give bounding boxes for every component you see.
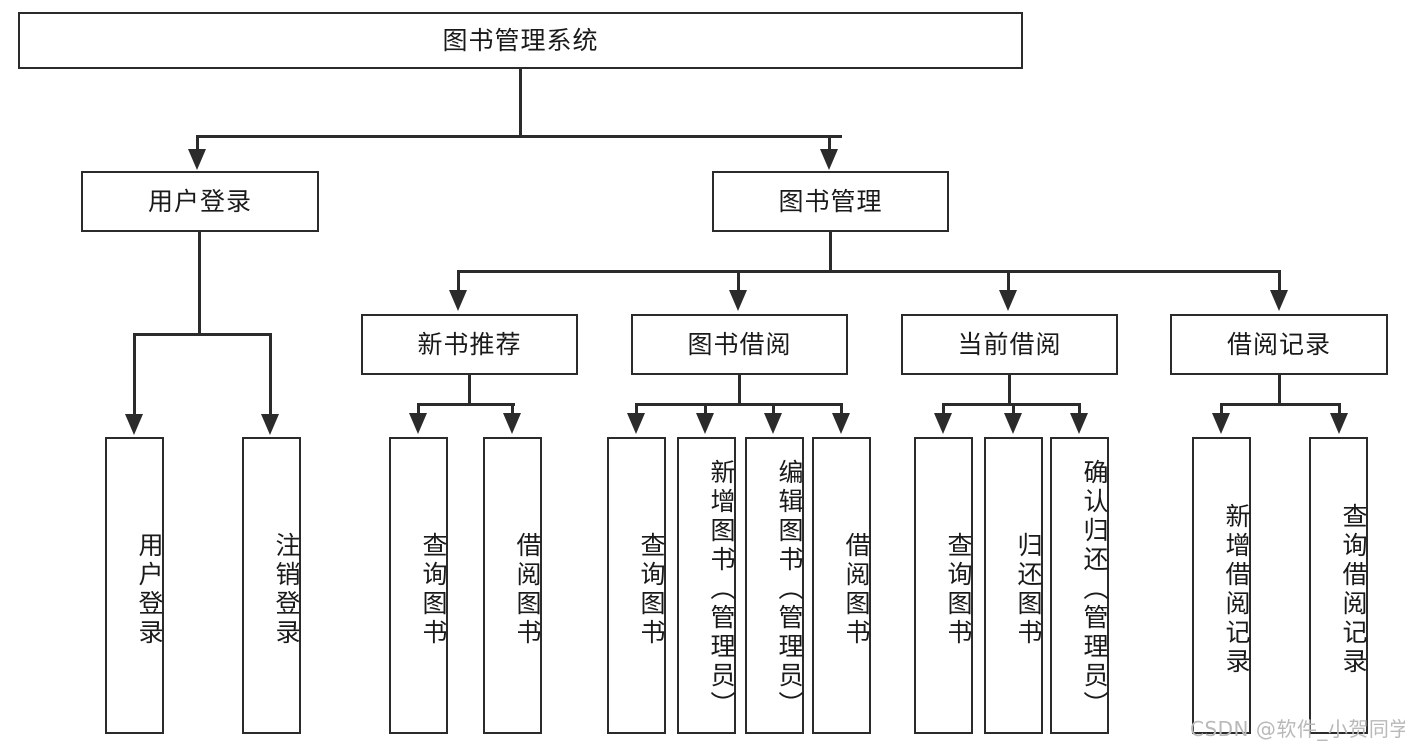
node-label: 借阅图书 <box>842 531 871 648</box>
node-label: 图书管理系统 <box>442 25 599 55</box>
arrowhead-borrow-record-1 <box>1212 413 1230 434</box>
node-root-system[interactable]: 图书管理系统 <box>18 12 1023 69</box>
connector-borrow-record-stem <box>1278 375 1281 405</box>
arrowhead-book-borrow-4 <box>832 413 850 434</box>
connector-level2-drop-1 <box>196 135 199 155</box>
node-label: 查询图书 <box>419 531 448 648</box>
connector-book-borrow-drop-4 <box>840 403 843 417</box>
connector-level3-bus <box>457 270 1280 273</box>
arrowhead-new-book-1 <box>409 413 427 434</box>
leaf-logout[interactable]: 注销登录 <box>242 437 301 734</box>
connector-current-borrow-drop-1 <box>942 403 945 417</box>
arrowhead-current-borrow-3 <box>1070 413 1088 434</box>
node-label: 用户登录 <box>147 186 252 216</box>
leaf-borrow-book-newbook[interactable]: 借阅图书 <box>483 437 542 734</box>
arrowhead-current-borrow-1 <box>934 413 952 434</box>
leaf-query-borrow-record[interactable]: 查询借阅记录 <box>1309 437 1368 734</box>
connector-level2-drop-2 <box>828 135 831 155</box>
arrowhead-level3-1 <box>449 290 467 311</box>
connector-level3-drop-2 <box>737 270 740 294</box>
connector-borrow-record-bus <box>1220 403 1339 406</box>
leaf-query-book-newbook[interactable]: 查询图书 <box>389 437 448 734</box>
node-label: 借阅图书 <box>513 531 542 648</box>
arrowhead-level3-3 <box>999 290 1017 311</box>
connector-book-mgmt-stem <box>829 232 832 273</box>
connector-level3-drop-3 <box>1007 270 1010 294</box>
connector-current-borrow-stem <box>1008 375 1011 405</box>
connector-user-login-drop-1 <box>133 333 136 418</box>
connector-new-book-drop-2 <box>511 403 514 417</box>
connector-user-login-stem <box>198 232 201 335</box>
leaf-query-book-borrow[interactable]: 查询图书 <box>607 437 666 734</box>
leaf-add-borrow-record[interactable]: 新增借阅记录 <box>1192 437 1251 734</box>
node-user-login[interactable]: 用户登录 <box>81 171 319 232</box>
node-book-borrow[interactable]: 图书借阅 <box>631 314 848 375</box>
arrowhead-book-borrow-2 <box>696 413 714 434</box>
connector-book-borrow-bus <box>635 403 842 406</box>
arrowhead-level3-4 <box>1270 290 1288 311</box>
node-label: 图书借阅 <box>687 329 792 359</box>
node-label: 图书管理 <box>778 186 883 216</box>
node-label: 新书推荐 <box>417 329 522 359</box>
arrowhead-current-borrow-2 <box>1004 413 1022 434</box>
node-label: 借阅记录 <box>1226 329 1331 359</box>
connector-current-borrow-drop-3 <box>1078 403 1081 417</box>
node-book-management[interactable]: 图书管理 <box>712 171 949 232</box>
connector-borrow-record-drop-1 <box>1220 403 1223 417</box>
node-label: 查询图书 <box>944 531 973 648</box>
node-label: 新增借阅记录 <box>1222 502 1251 677</box>
arrowhead-book-borrow-3 <box>764 413 782 434</box>
node-borrow-record[interactable]: 借阅记录 <box>1170 314 1388 375</box>
connector-root-stem <box>519 69 522 137</box>
node-label: 确认归还（管理员） <box>1080 459 1109 720</box>
node-label: 注销登录 <box>272 531 301 648</box>
leaf-confirm-return-admin[interactable]: 确认归还（管理员） <box>1050 437 1109 734</box>
connector-new-book-drop-1 <box>417 403 420 417</box>
connector-book-borrow-stem <box>738 375 741 405</box>
arrowhead-user-login-1 <box>125 414 143 435</box>
leaf-query-book-current[interactable]: 查询图书 <box>914 437 973 734</box>
arrowhead-level2-1 <box>188 149 206 170</box>
node-label: 归还图书 <box>1014 531 1043 648</box>
connector-borrow-record-drop-2 <box>1338 403 1341 417</box>
watermark-text: CSDN @软件_小贺同学 <box>1190 717 1405 741</box>
connector-level3-drop-4 <box>1278 270 1281 294</box>
connector-user-login-bus <box>133 333 271 336</box>
connector-current-borrow-drop-2 <box>1012 403 1015 417</box>
leaf-user-login[interactable]: 用户登录 <box>105 437 164 734</box>
arrowhead-user-login-2 <box>261 414 279 435</box>
connector-new-book-bus <box>417 403 515 406</box>
leaf-add-book-admin[interactable]: 新增图书（管理员） <box>677 437 736 734</box>
arrowhead-new-book-2 <box>503 413 521 434</box>
node-label: 查询图书 <box>637 531 666 648</box>
connector-book-borrow-drop-1 <box>635 403 638 417</box>
arrowhead-level3-2 <box>729 290 747 311</box>
node-label: 新增图书（管理员） <box>707 459 736 720</box>
leaf-edit-book-admin[interactable]: 编辑图书（管理员） <box>745 437 804 734</box>
node-new-book-recommend[interactable]: 新书推荐 <box>361 314 578 375</box>
leaf-borrow-book[interactable]: 借阅图书 <box>812 437 871 734</box>
connector-level3-drop-1 <box>457 270 460 294</box>
connector-book-borrow-drop-3 <box>772 403 775 417</box>
node-label: 查询借阅记录 <box>1339 502 1368 677</box>
connector-new-book-stem <box>468 375 471 405</box>
node-current-borrow[interactable]: 当前借阅 <box>901 314 1118 375</box>
arrowhead-borrow-record-2 <box>1330 413 1348 434</box>
arrowhead-level2-2 <box>820 149 838 170</box>
connector-user-login-drop-2 <box>269 333 272 418</box>
arrowhead-book-borrow-1 <box>627 413 645 434</box>
node-label: 当前借阅 <box>957 329 1062 359</box>
node-label: 用户登录 <box>135 531 164 648</box>
leaf-return-book[interactable]: 归还图书 <box>984 437 1043 734</box>
node-label: 编辑图书（管理员） <box>775 459 804 720</box>
connector-level2-bus <box>196 135 842 138</box>
connector-book-borrow-drop-2 <box>704 403 707 417</box>
connector-current-borrow-bus <box>942 403 1078 406</box>
